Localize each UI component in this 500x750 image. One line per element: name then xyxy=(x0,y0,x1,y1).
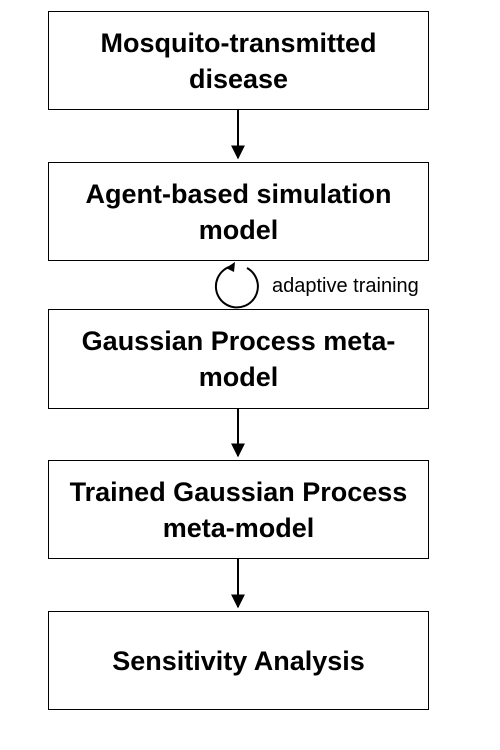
flow-step-label: Mosquito-transmitted disease xyxy=(100,27,377,94)
flow-step-gp-metamodel: Gaussian Process meta-model xyxy=(48,309,429,409)
flow-step-trained-gp: Trained Gaussian Process meta-model xyxy=(48,460,429,559)
flow-step-label: Agent-based simulation model xyxy=(85,178,392,245)
flow-step-disease: Mosquito-transmitted disease xyxy=(48,11,429,110)
flow-step-label: Gaussian Process meta-model xyxy=(81,326,396,392)
flow-step-abm: Agent-based simulation model xyxy=(48,162,429,261)
loop-label: adaptive training xyxy=(272,275,419,297)
flow-step-label: Sensitivity Analysis xyxy=(112,645,365,676)
flow-step-label: Trained Gaussian Process meta-model xyxy=(69,476,408,543)
flow-step-sensitivity: Sensitivity Analysis xyxy=(48,611,429,710)
circular-arrow-icon xyxy=(214,262,259,309)
